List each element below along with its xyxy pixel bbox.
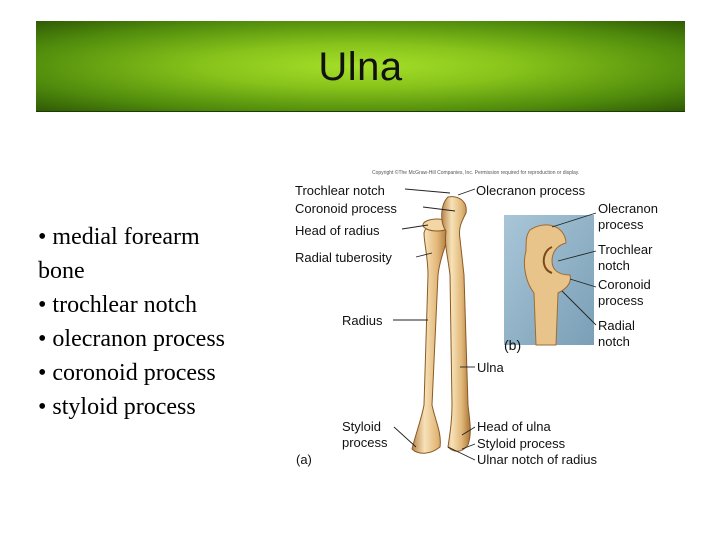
leader-head-ulna — [461, 426, 476, 436]
leader-head-radius — [401, 224, 429, 230]
leader-coronoid-b — [569, 278, 597, 288]
bullet-item: • coronoid process — [38, 360, 216, 386]
label-ulnar-notch: Ulnar notch of radius — [477, 452, 597, 467]
label-panel-a: (a) — [296, 452, 312, 467]
leader-styloid-right — [461, 443, 476, 450]
label-styloid-process-right: Styloid process — [477, 436, 566, 451]
leader-ulnar-notch — [447, 446, 476, 461]
label-head-of-ulna: Head of ulna — [477, 419, 551, 434]
forearm-illustration — [393, 188, 597, 461]
label-coronoid-process: Coronoid process — [295, 201, 397, 216]
leader-trochlear-b — [557, 250, 597, 262]
bullet-list: • medial forearm bone • trochlear notch … — [38, 220, 288, 424]
ulna-bone — [441, 196, 471, 452]
label-olecranon-b-2: process — [598, 217, 644, 232]
bullet-item: bone — [38, 258, 85, 284]
label-styloid-left-2: process — [342, 435, 388, 450]
leader-olecranon-b — [551, 212, 597, 228]
bullet-item: • trochlear notch — [38, 292, 197, 318]
label-radial-notch-b-1: Radial — [598, 318, 635, 333]
label-coronoid-b-1: Coronoid — [598, 277, 651, 292]
label-head-of-radius: Head of radius — [295, 223, 380, 238]
label-trochlear-b-1: Trochlear — [598, 242, 653, 257]
label-radial-tuberosity: Radial tuberosity — [295, 250, 392, 265]
trochlear-notch-photo — [542, 246, 553, 274]
forearm-figure: Copyright ©The McGraw-Hill Companies, In… — [290, 165, 690, 475]
label-panel-b: (b) — [504, 337, 522, 353]
label-radius: Radius — [342, 313, 383, 328]
leader-trochlear — [404, 188, 451, 194]
copyright-notice: Copyright ©The McGraw-Hill Companies, In… — [372, 170, 580, 176]
ulna-photo — [523, 224, 571, 346]
leader-coronoid — [422, 206, 456, 212]
label-olecranon-b-1: Olecranon — [598, 201, 658, 216]
label-radial-notch-b-2: notch — [598, 334, 630, 349]
label-styloid-left-1: Styloid — [342, 419, 382, 434]
label-trochlear-notch: Trochlear notch — [295, 183, 385, 198]
leader-olecranon-top — [457, 188, 476, 196]
label-trochlear-b-2: notch — [598, 258, 630, 273]
radius-bone — [411, 225, 449, 454]
leader-styloid-left — [393, 426, 417, 448]
leader-radial-notch-b — [561, 290, 597, 326]
label-ulna: Ulna — [477, 360, 504, 375]
bullet-item: • styloid process — [38, 394, 196, 420]
label-coronoid-b-2: process — [598, 293, 644, 308]
leader-radial-tub — [415, 252, 433, 258]
slide-title: Ulna — [318, 45, 403, 89]
label-olecranon-process-top: Olecranon process — [476, 183, 586, 198]
bullet-item: • olecranon process — [38, 326, 225, 352]
title-bar: Ulna — [36, 21, 685, 111]
bullet-item: • medial forearm — [38, 224, 200, 250]
